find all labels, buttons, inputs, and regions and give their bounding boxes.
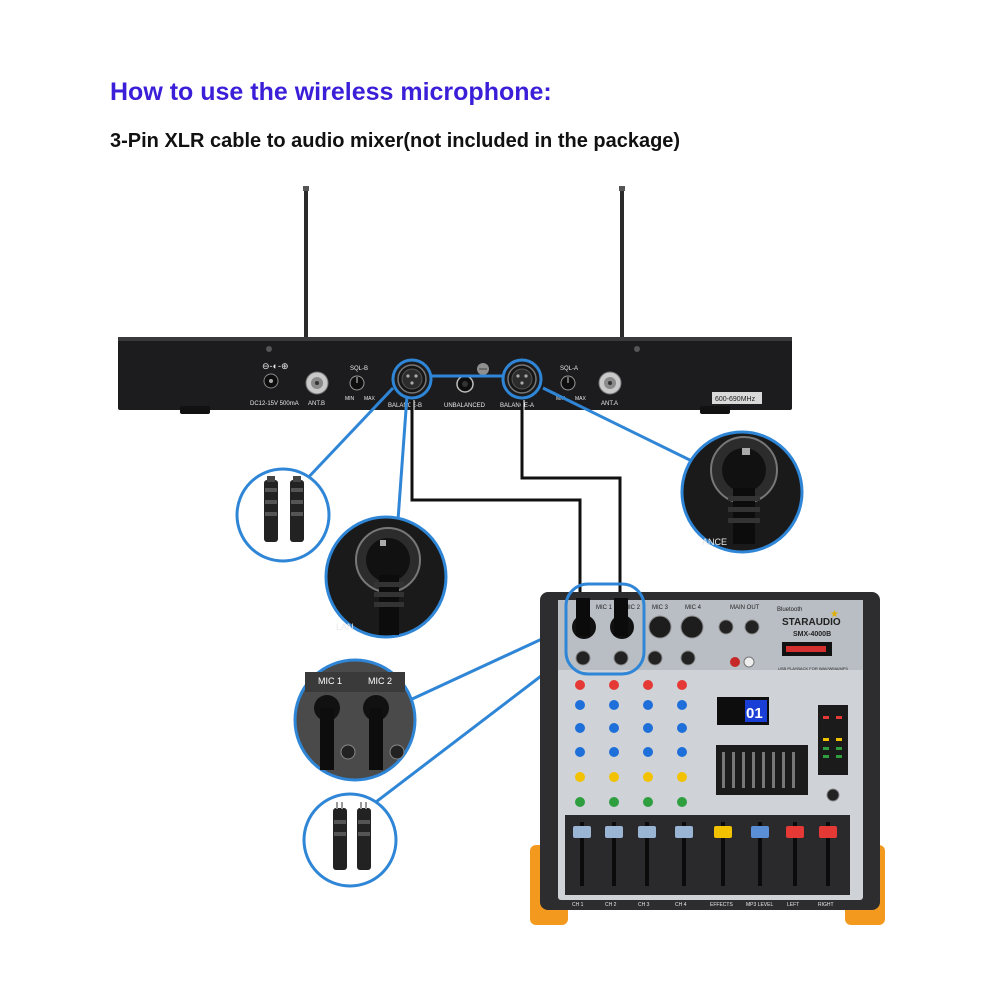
channel-fader[interactable] [573, 826, 591, 838]
unbalanced-label: UNBALANCED [444, 403, 486, 409]
channel-label: CH 1 [572, 902, 584, 908]
channel-label: RIGHT [818, 902, 834, 908]
page-subtitle: 3-Pin XLR cable to audio mixer(not inclu… [110, 130, 681, 152]
male-xlr-plug-icon [333, 802, 347, 870]
mixer-main-out-jack[interactable] [744, 619, 760, 635]
level-meter [818, 705, 848, 775]
mixer-model: SMX-4000B [793, 631, 831, 638]
frequency-label: 600-690MHz [715, 396, 756, 403]
cable-balance-a [520, 400, 622, 600]
mic-port-label: MIC 1 [318, 676, 342, 686]
mixer-brand: STARAUDIO [782, 617, 841, 628]
channel-fader[interactable] [605, 826, 623, 838]
mixer-mic-label: MIC 2 [624, 605, 641, 611]
balanced-output-highlight [391, 358, 543, 400]
mixer-line-jack[interactable] [613, 650, 629, 666]
phones-jack[interactable] [826, 788, 840, 802]
balance-a-xlr-port[interactable] [507, 364, 537, 394]
mixer-mic-label: MIC 3 [652, 605, 669, 611]
mixer-line-jack[interactable] [575, 650, 591, 666]
mp3-level-fader[interactable] [751, 826, 769, 838]
channel-label: LEFT [787, 902, 799, 908]
channel-label: CH 4 [675, 902, 687, 908]
ant-b-label: ANT.B [308, 401, 325, 407]
callout-mixer-mic-ports: MIC 1 MIC 2 [293, 658, 417, 782]
sql-b-max: MAX [364, 396, 376, 402]
balance-b-xlr-port[interactable] [397, 364, 427, 394]
frequency-plate [712, 392, 762, 404]
sql-b-min: MIN [345, 396, 355, 402]
audio-mixer: MIC 1 MIC 2 MIC 3 MIC 4 MAIN OUT Bluetoo… [530, 582, 885, 925]
callout-female-xlr [235, 467, 331, 563]
callout-plug-closeup-right: ANCE [680, 430, 804, 554]
star-icon: ★ [830, 609, 839, 620]
bluetooth-label: Bluetooth [777, 607, 802, 613]
page-title: How to use the wireless microphone: [110, 78, 552, 106]
receiver-body [118, 337, 792, 410]
mixer-rca-jack[interactable] [730, 656, 755, 668]
mixer-xlr-input[interactable] [648, 615, 672, 639]
ant-a-label: ANT.A [601, 401, 618, 407]
mixer-line-jack[interactable] [647, 650, 663, 666]
usb-playback-label: USB PLAYBACK FOR WAV/WMA/MP3 [778, 666, 848, 671]
mixer-mic-label: MIC 1 [596, 605, 613, 611]
effect-number-display: 01 [746, 705, 763, 722]
wireless-receiver: ⊖-◐-⊕ DC12-15V 500mA ANT.B SQL-B MIN MAX… [118, 186, 792, 414]
sql-a-knob[interactable] [560, 375, 576, 391]
channel-label: EFFECTS [710, 902, 733, 908]
unbalanced-jack[interactable] [456, 375, 474, 393]
sql-a-label: SQL-A [560, 366, 578, 372]
callout-plug-closeup-left: LAN [324, 515, 448, 639]
channel-fader[interactable] [675, 826, 693, 838]
effects-fader[interactable] [714, 826, 732, 838]
left-fader[interactable] [786, 826, 804, 838]
channel-label: CH 3 [638, 902, 650, 908]
ant-b-connector[interactable] [305, 371, 329, 395]
sql-a-min: MIN [556, 396, 566, 402]
female-xlr-plug-icon [290, 476, 304, 542]
male-xlr-plug-icon [357, 802, 371, 870]
mount-screw [477, 363, 489, 375]
antenna-a [620, 186, 624, 374]
closeup-text-right: ANCE [702, 537, 727, 547]
closeup-text-left: LAN [336, 622, 354, 632]
channel-label: MP3 LEVEL [746, 902, 773, 908]
cable-balance-b [410, 400, 582, 600]
mic-port-label: MIC 2 [368, 676, 392, 686]
sql-a-max: MAX [575, 396, 587, 402]
female-xlr-plug-icon [264, 476, 278, 542]
antenna-b [304, 186, 308, 374]
mixer-xlr-input[interactable] [680, 615, 704, 639]
dc-power-jack[interactable]: ⊖-◐-⊕ [262, 361, 289, 389]
channel-fader[interactable] [638, 826, 656, 838]
mixer-line-jack[interactable] [680, 650, 696, 666]
right-fader[interactable] [819, 826, 837, 838]
main-out-label: MAIN OUT [730, 605, 760, 611]
xlr-cables [410, 400, 622, 600]
mixer-main-out-jack[interactable] [718, 619, 734, 635]
channel-knobs [575, 680, 687, 807]
ant-a-connector[interactable] [598, 371, 622, 395]
dc-label: DC12-15V 500mA [250, 401, 299, 407]
svg-text:⊖-◐-⊕: ⊖-◐-⊕ [262, 361, 289, 371]
callout-male-xlr [302, 792, 398, 888]
sql-b-label: SQL-B [350, 366, 368, 372]
balance-a-label: BALANCE-A [500, 403, 534, 409]
mixer-mic-label: MIC 4 [685, 605, 702, 611]
channel-label: CH 2 [605, 902, 617, 908]
sql-b-knob[interactable] [349, 375, 365, 391]
